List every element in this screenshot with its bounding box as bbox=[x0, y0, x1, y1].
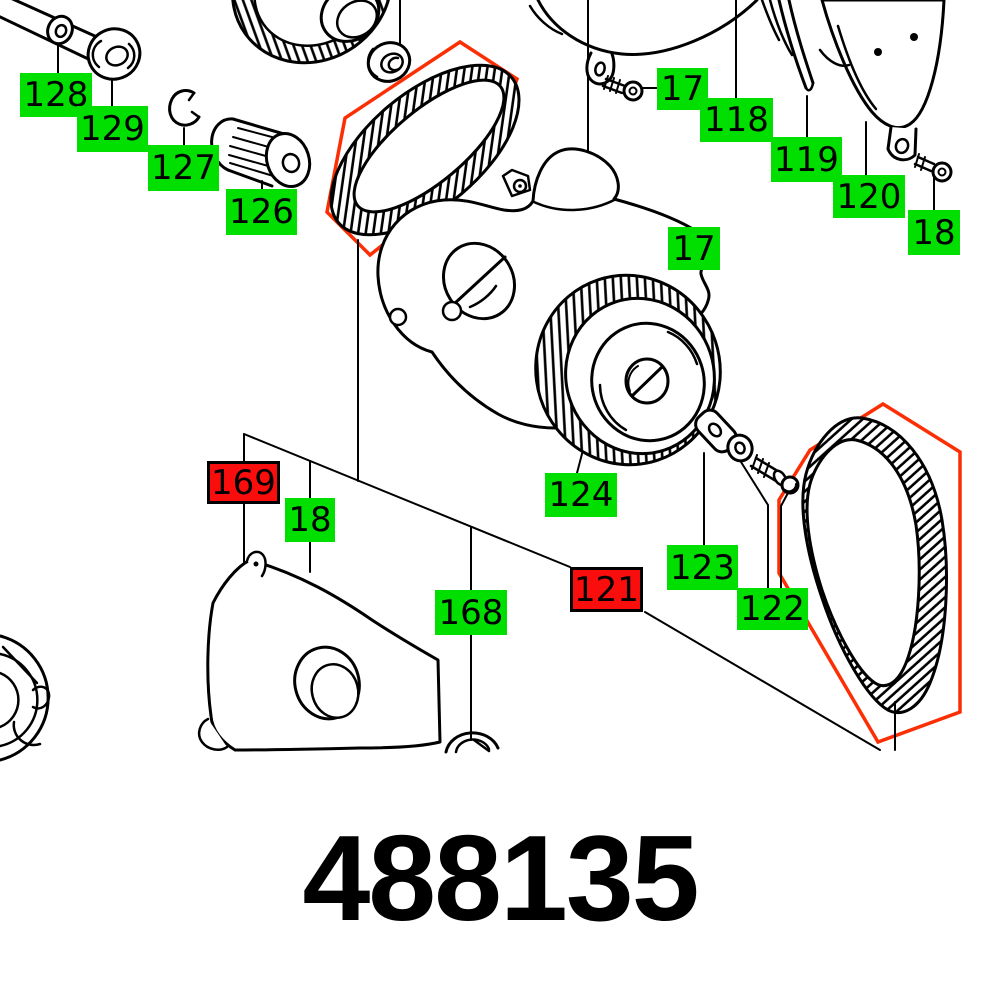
part-label-129[interactable]: 129 bbox=[77, 106, 148, 152]
washer-122-drawing bbox=[726, 433, 754, 463]
part-label-122[interactable]: 122 bbox=[737, 588, 808, 630]
screw-17-upper-drawing bbox=[601, 75, 644, 102]
cover-120-drawing bbox=[818, 0, 946, 162]
part-label-17-1[interactable]: 17 bbox=[657, 68, 708, 110]
fan-housing-drawing bbox=[528, 0, 759, 86]
belt-highlight-outlines bbox=[325, 39, 962, 745]
part-label-120[interactable]: 120 bbox=[833, 175, 905, 218]
belt-large-highlight bbox=[777, 401, 962, 745]
part-label-121[interactable]: 121 bbox=[570, 567, 643, 612]
bolt-122-drawing bbox=[749, 454, 800, 495]
blade-119-drawing bbox=[760, 0, 815, 92]
bearing-129-drawing bbox=[86, 27, 142, 81]
part-label-18-2[interactable]: 18 bbox=[285, 498, 335, 542]
part-number: 488135 bbox=[302, 810, 699, 946]
belt-guard-drawing bbox=[197, 550, 442, 752]
pulley-124-drawing bbox=[534, 273, 722, 467]
part-label-127[interactable]: 127 bbox=[148, 145, 219, 191]
screw-18-top-drawing bbox=[913, 153, 953, 183]
wheel-fragment-drawing bbox=[0, 634, 51, 762]
belt-small-highlight bbox=[325, 39, 520, 258]
circlip-127-drawing bbox=[168, 89, 201, 127]
part-label-17-2[interactable]: 17 bbox=[668, 227, 720, 270]
belt-large-drawing bbox=[801, 416, 948, 751]
washer-128-drawing bbox=[46, 14, 74, 46]
part-label-169[interactable]: 169 bbox=[207, 461, 280, 504]
part-label-123[interactable]: 123 bbox=[667, 545, 738, 590]
pulley-fragment-drawing bbox=[444, 731, 500, 754]
part-label-126[interactable]: 126 bbox=[226, 189, 297, 235]
motor-pinion-drawing bbox=[231, 0, 393, 65]
part-label-124[interactable]: 124 bbox=[545, 473, 617, 517]
roller-126-drawing bbox=[210, 117, 312, 188]
part-label-18-1[interactable]: 18 bbox=[908, 210, 960, 255]
part-label-119[interactable]: 119 bbox=[771, 137, 842, 182]
belt-small-drawing bbox=[329, 63, 521, 237]
part-label-118[interactable]: 118 bbox=[700, 98, 773, 142]
nut-drawing bbox=[366, 41, 412, 83]
part-label-168[interactable]: 168 bbox=[435, 590, 507, 635]
